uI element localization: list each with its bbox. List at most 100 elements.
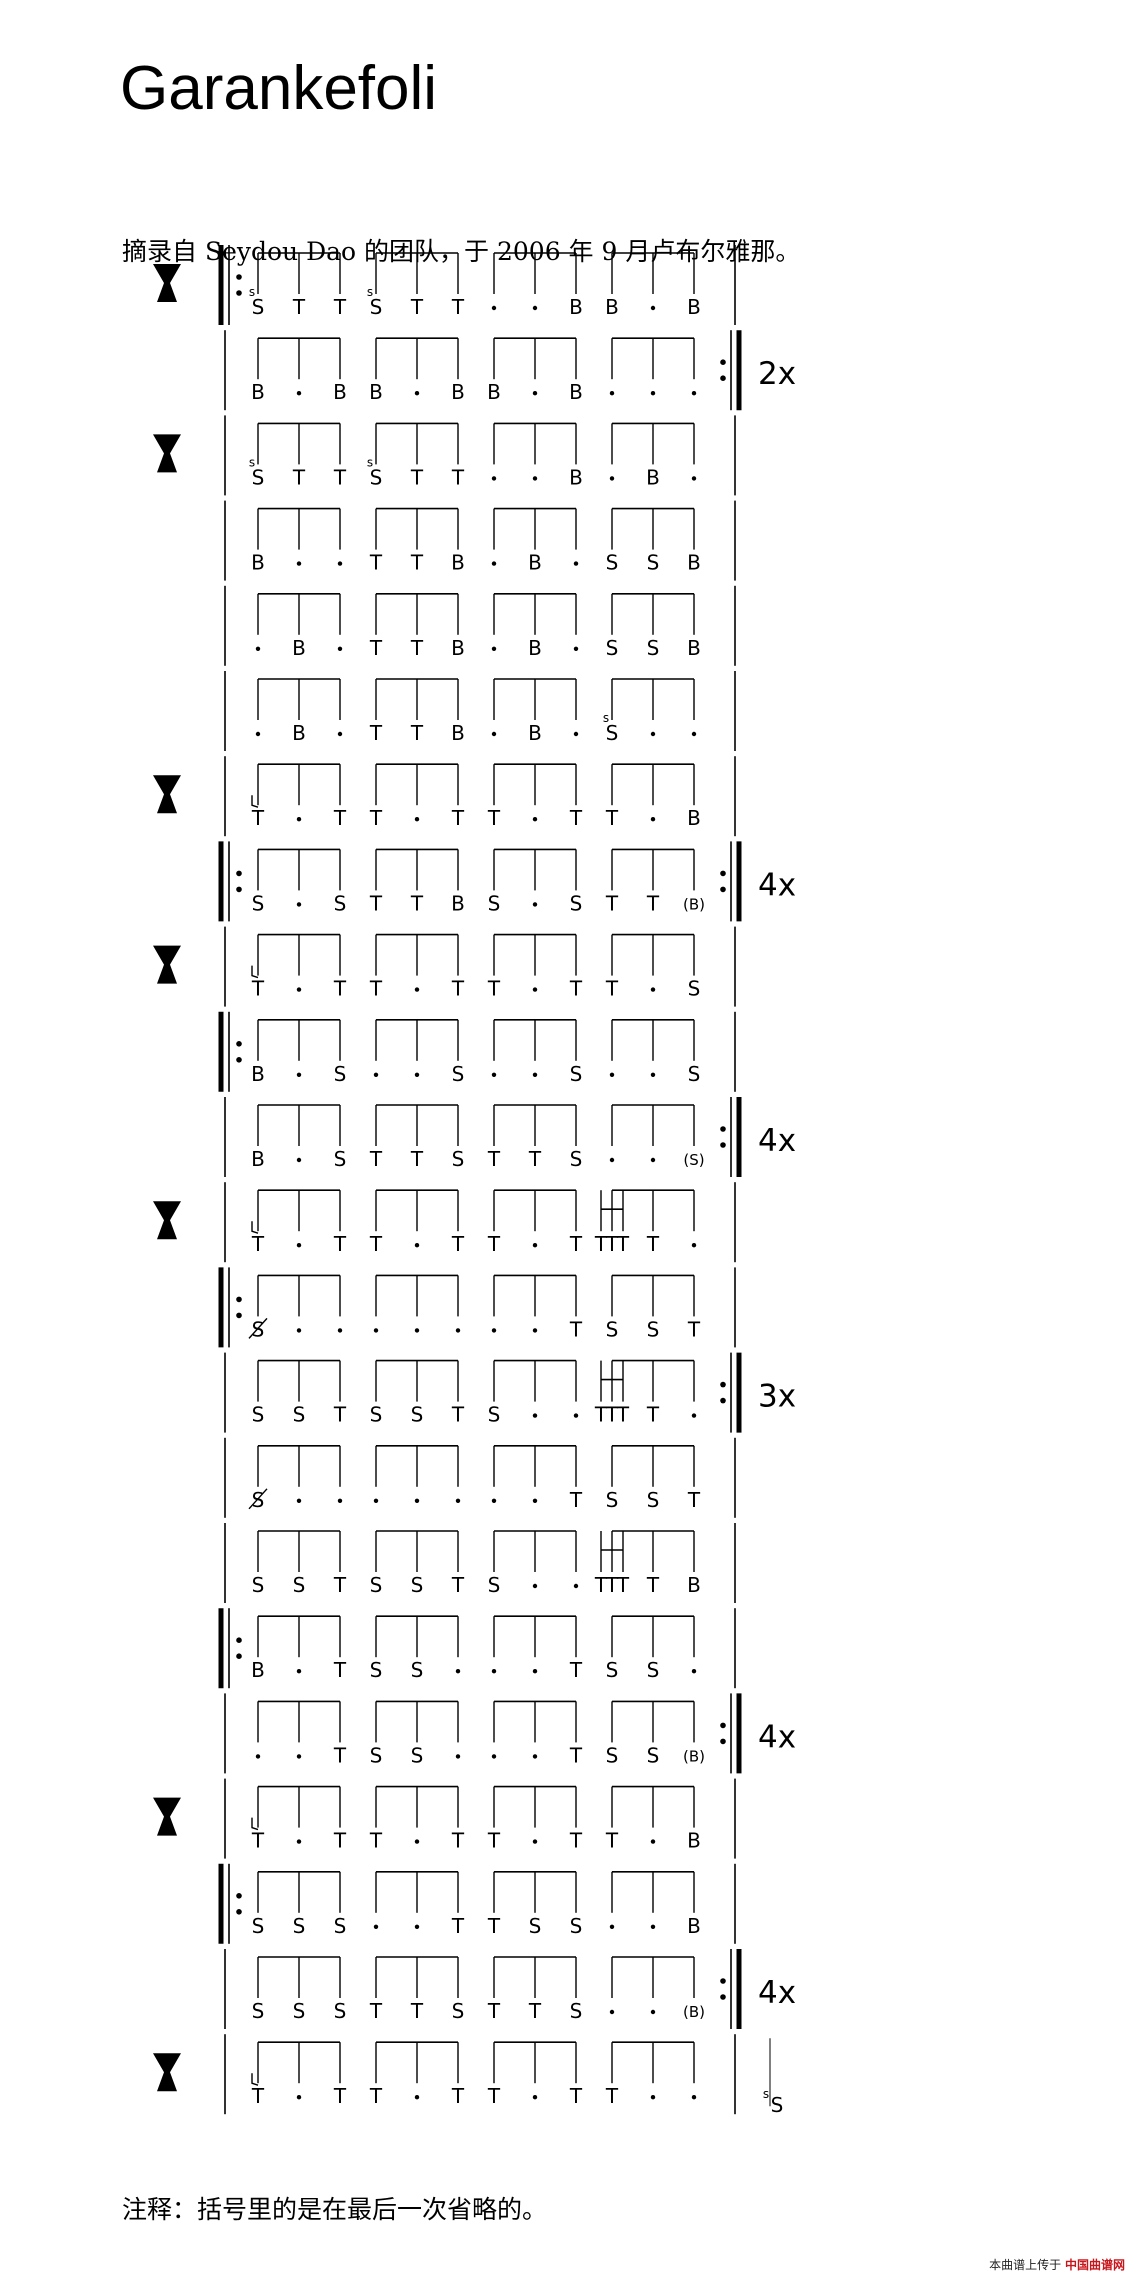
stroke-symbol: S bbox=[570, 1062, 583, 1086]
stroke-symbol: S bbox=[647, 1488, 660, 1512]
stroke-symbol: B bbox=[605, 295, 619, 319]
stroke-symbol: S bbox=[334, 1062, 347, 1086]
rest-dot bbox=[414, 1498, 420, 1504]
flam-hook bbox=[251, 965, 259, 979]
rest-dot bbox=[650, 1157, 656, 1163]
stroke-symbol: B bbox=[687, 1573, 701, 1597]
triplet-stroke: T bbox=[605, 1573, 619, 1597]
flam-grace-note: s bbox=[249, 455, 255, 469]
djembe-icon bbox=[153, 945, 181, 984]
stroke-symbol: B bbox=[569, 380, 583, 404]
rest-dot bbox=[491, 1754, 497, 1759]
rest-dot bbox=[337, 646, 343, 651]
stroke-symbol: S bbox=[606, 721, 619, 745]
repeat-dot bbox=[236, 1041, 242, 1047]
stroke-symbol: T bbox=[487, 1999, 501, 2023]
stroke-symbol: T bbox=[487, 1232, 501, 1256]
rest-dot bbox=[573, 561, 579, 566]
rest-dot bbox=[650, 1924, 656, 1930]
rest-dot bbox=[650, 391, 656, 396]
rest-dot bbox=[337, 1328, 343, 1333]
rest-dot bbox=[691, 731, 697, 737]
stroke-symbol: S bbox=[688, 977, 701, 1001]
stroke-symbol: B bbox=[528, 721, 542, 745]
stroke-symbol: T bbox=[487, 1147, 501, 1171]
stroke-symbol: B bbox=[569, 465, 583, 489]
beat-group bbox=[373, 1445, 461, 1504]
stroke-symbol: B bbox=[451, 380, 465, 404]
rest-dot bbox=[532, 1583, 538, 1589]
beat-group: T bbox=[255, 1700, 347, 1767]
rest-dot bbox=[455, 1328, 461, 1333]
rest-dot bbox=[532, 305, 538, 311]
repeat-dot bbox=[236, 870, 242, 877]
credit-brand: 中国曲谱网 bbox=[1064, 2258, 1125, 2272]
stroke-symbol: S bbox=[370, 1573, 383, 1597]
stroke-symbol: T bbox=[369, 1147, 383, 1171]
triplet-stroke: T bbox=[616, 1232, 630, 1256]
rest-dot bbox=[532, 1413, 538, 1418]
stroke-symbol: T bbox=[333, 1658, 347, 1682]
stroke-symbol: T bbox=[569, 2084, 583, 2108]
flam-grace-note: s bbox=[603, 711, 609, 725]
beat-group: S bbox=[248, 1445, 343, 1512]
rest-dot bbox=[609, 476, 615, 481]
stroke-symbol: T bbox=[569, 1488, 583, 1512]
stroke-symbol: T bbox=[569, 1829, 583, 1853]
stroke-symbol: S bbox=[370, 1403, 383, 1427]
rest-dot bbox=[650, 731, 656, 737]
stroke-symbol: T bbox=[333, 1743, 347, 1767]
stroke-symbol: T bbox=[569, 806, 583, 830]
stroke-symbol: T bbox=[528, 1147, 542, 1171]
rest-dot bbox=[650, 817, 656, 822]
stroke-symbol: S bbox=[606, 1743, 619, 1767]
stroke-symbol: B bbox=[528, 551, 542, 575]
stroke-symbol: S bbox=[606, 551, 619, 575]
stroke-symbol: T bbox=[333, 1232, 347, 1256]
rest-dot bbox=[573, 1583, 579, 1589]
stroke-symbol: T bbox=[333, 977, 347, 1001]
stroke-symbol: T bbox=[487, 2084, 501, 2108]
stroke-symbol: B bbox=[251, 551, 265, 575]
rest-dot bbox=[296, 1669, 302, 1674]
rest-dot bbox=[650, 1839, 656, 1844]
rest-dot bbox=[609, 391, 615, 396]
stroke-symbol: S bbox=[452, 1999, 465, 2023]
beat-group: S bbox=[488, 1530, 579, 1597]
rest-dot bbox=[532, 476, 538, 481]
repeat-dot bbox=[236, 1057, 242, 1063]
rest-dot bbox=[691, 2095, 697, 2100]
stroke-symbol: T bbox=[451, 806, 465, 830]
rest-dot bbox=[296, 2095, 302, 2100]
stroke-symbol: T bbox=[369, 1232, 383, 1256]
beat-group: B bbox=[609, 1871, 701, 1938]
stroke-symbol: T bbox=[605, 891, 619, 915]
rest-dot bbox=[532, 1328, 538, 1333]
rest-dot bbox=[491, 1328, 497, 1333]
rest-dot bbox=[296, 817, 302, 822]
repeat-count: 2x bbox=[758, 356, 796, 392]
rest-dot bbox=[532, 2095, 538, 2100]
rest-dot bbox=[455, 1669, 461, 1674]
stroke-symbol: T bbox=[333, 1829, 347, 1853]
repeat-dot bbox=[720, 886, 726, 893]
rest-dot bbox=[532, 1498, 538, 1504]
